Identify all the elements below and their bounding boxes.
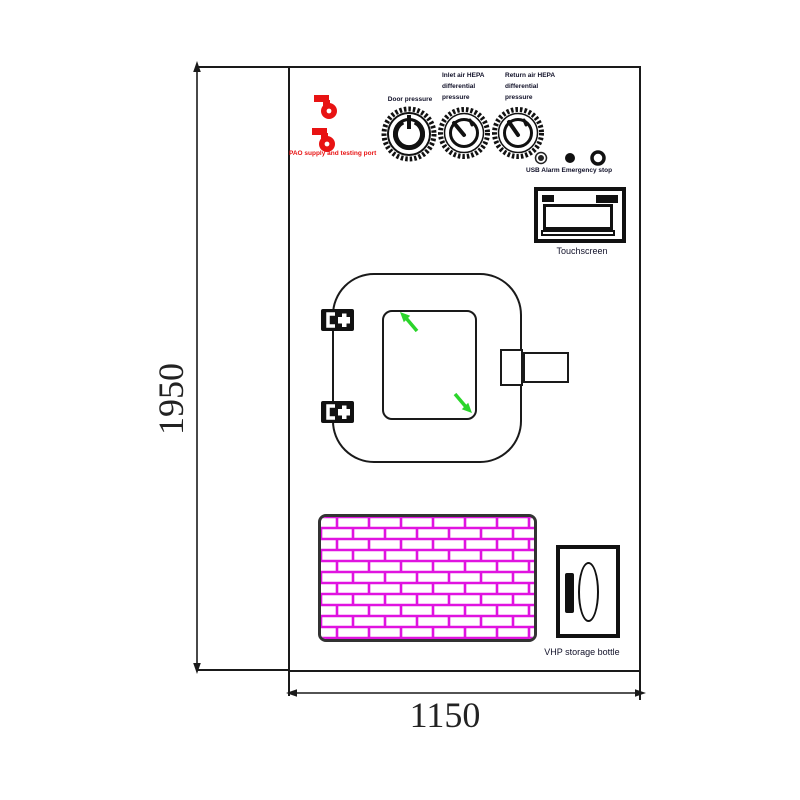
touchscreen-bottom-bar: [541, 230, 615, 236]
vhp-cabinet-latch[interactable]: [565, 573, 574, 613]
height-dimension-line: [193, 61, 201, 674]
door-handle-mount: [500, 349, 523, 386]
door-hinge-icon: [321, 401, 354, 423]
indicator-row: [534, 150, 606, 166]
door-handle[interactable]: [523, 352, 569, 383]
touchscreen-top-right-block: [596, 195, 618, 203]
window-arrow-up-left-icon: [400, 312, 419, 333]
left-ext-tick: [288, 672, 290, 696]
door-hinge-icon: [321, 309, 354, 331]
door-pressure-gauge-icon: [381, 106, 437, 162]
window-arrow-down-right-icon: [453, 392, 472, 413]
pao-valve-icon: [314, 95, 337, 119]
door-pressure-label: Door pressure: [387, 96, 433, 103]
touchscreen-top-left-block: [542, 195, 554, 202]
alarm-lamp-icon: [565, 153, 575, 163]
pao-valve-icon: [312, 128, 335, 152]
hepa-grille: [318, 514, 537, 642]
top-extension-line: [197, 66, 289, 68]
inlet-hepa-label: Inlet air HEPA differential pressure: [442, 72, 485, 101]
touchscreen[interactable]: [534, 187, 626, 243]
pao-port-label: PAO supply and testing port: [289, 150, 377, 157]
brick-pattern: [321, 517, 534, 639]
emergency-stop-icon: [590, 150, 606, 166]
touchscreen-display[interactable]: [543, 204, 613, 230]
usb-port-icon: [534, 151, 548, 165]
width-dimension-label: 1150: [409, 695, 481, 735]
inlet-hepa-gauge-icon: [438, 107, 490, 159]
vhp-bottle-label: VHP storage bottle: [544, 647, 620, 657]
touchscreen-label: Touchscreen: [556, 246, 608, 256]
return-hepa-gauge-icon: [492, 107, 544, 159]
bottom-extension-line: [197, 669, 289, 671]
height-dimension-label: 1950: [151, 363, 191, 435]
vhp-cabinet: [556, 545, 620, 638]
vhp-bottle-icon: [578, 562, 599, 622]
return-hepa-label: Return air HEPA differential pressure: [505, 72, 556, 101]
usb-alarm-estop-label: USB Alarm Emergency stop: [526, 167, 613, 174]
right-ext-tick: [639, 672, 641, 700]
